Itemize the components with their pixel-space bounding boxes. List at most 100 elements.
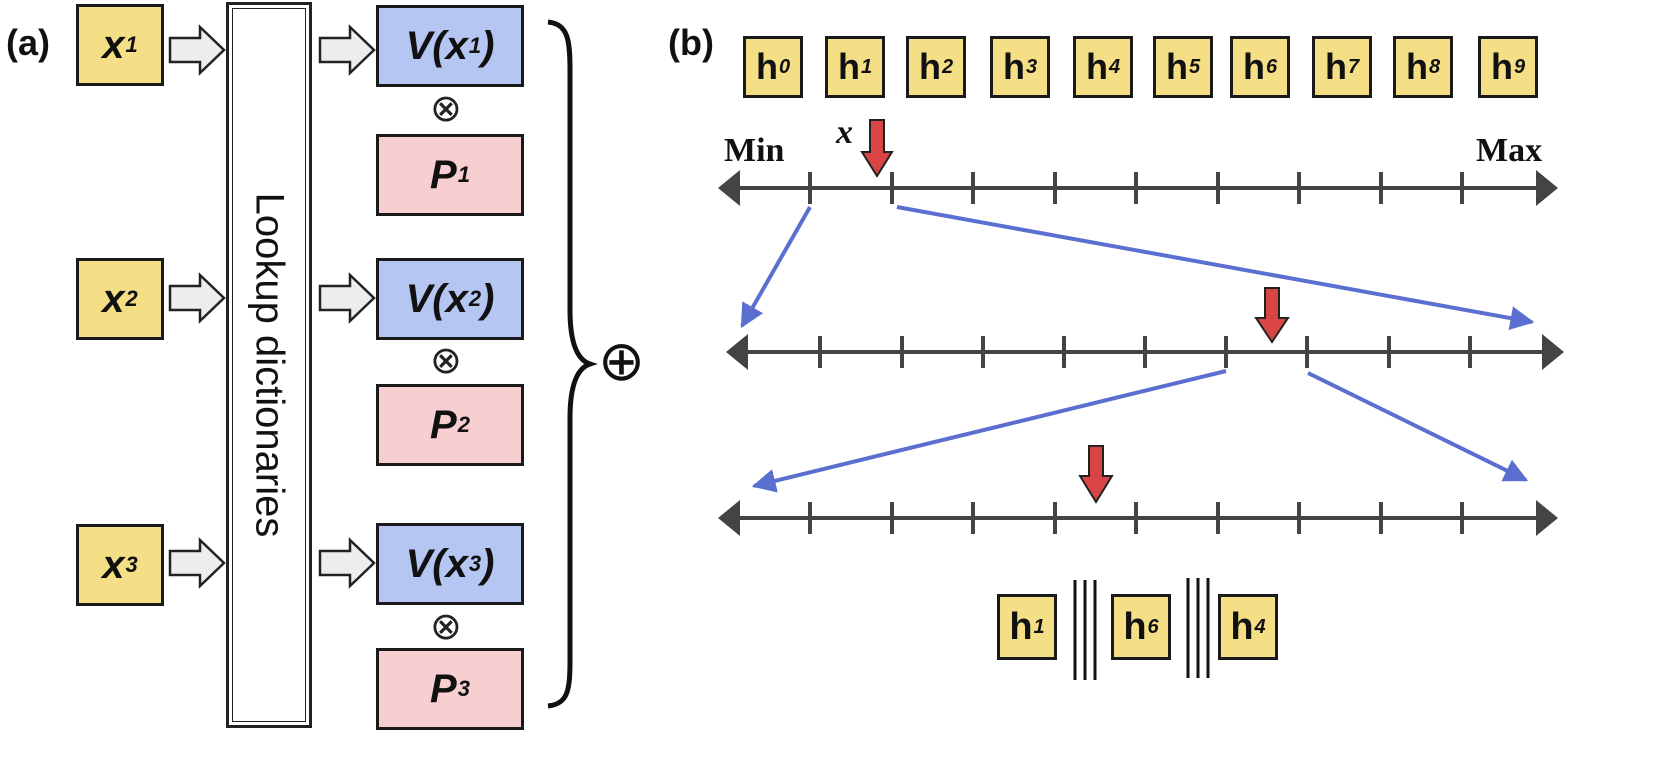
panel-a-label: (a) xyxy=(6,22,50,63)
hash-h1-base: h xyxy=(837,46,860,87)
hash-h0-base: h xyxy=(755,46,778,87)
otimes-symbol-3: ⊗ xyxy=(430,604,462,648)
hash-h8-sub: 8 xyxy=(1428,55,1441,78)
hash-h5-base: h xyxy=(1165,46,1188,87)
hash-h2-base: h xyxy=(918,46,941,87)
hollow-arrow-x2-to-lookup xyxy=(168,272,226,324)
hash-h7-sub: 7 xyxy=(1347,55,1360,78)
curly-brace xyxy=(547,19,598,709)
input-x2-base: x xyxy=(102,276,125,321)
hollow-arrow-lookup-to-v1 xyxy=(318,24,376,76)
result-h6-base: h xyxy=(1123,605,1147,648)
value-v2-sub: 2 xyxy=(468,286,482,311)
value-v3-post: ) xyxy=(481,541,495,586)
red-arrow-level-1 xyxy=(860,119,894,178)
hash-h8-base: h xyxy=(1405,46,1428,87)
position-p2-sub: 2 xyxy=(457,412,470,437)
hash-h4-sub: 4 xyxy=(1108,55,1121,78)
hash-h3-sub: 3 xyxy=(1025,55,1038,78)
number-line-3 xyxy=(728,502,1546,534)
value-v1-post: ) xyxy=(481,23,495,68)
number-line-1 xyxy=(728,172,1546,204)
zoom-connector-2-right xyxy=(1307,371,1529,482)
number-line-2 xyxy=(738,336,1552,368)
value-v3-pre: V(x xyxy=(405,541,468,586)
panel-b-label: (b) xyxy=(668,22,714,63)
hash-h2-sub: 2 xyxy=(941,55,954,78)
input-x2-sub: 2 xyxy=(125,286,138,311)
input-x3-base: x xyxy=(102,542,125,587)
value-v1-pre: V(x xyxy=(405,23,468,68)
zoom-connector-2-left xyxy=(751,369,1227,493)
hash-h3-base: h xyxy=(1002,46,1025,87)
hollow-arrow-x1-to-lookup xyxy=(168,24,226,76)
position-p3-sub: 3 xyxy=(457,676,470,701)
number-line-1-right-arrowhead xyxy=(1536,170,1558,206)
hash-h6-base: h xyxy=(1242,46,1265,87)
zoom-connector-1-left xyxy=(740,206,812,329)
hash-h0-sub: 0 xyxy=(778,55,791,78)
position-p3-base: P xyxy=(430,666,457,711)
hash-h9-base: h xyxy=(1490,46,1513,87)
number-line-3-right-arrowhead xyxy=(1536,500,1558,536)
input-x1-base: x xyxy=(102,22,125,67)
input-x1-sub: 1 xyxy=(125,32,138,57)
position-p1-base: P xyxy=(430,152,457,197)
max-label: Max xyxy=(1476,132,1543,169)
hollow-arrow-x3-to-lookup xyxy=(168,537,226,589)
result-h1-base: h xyxy=(1009,605,1033,648)
otimes-symbol-1: ⊗ xyxy=(430,86,462,130)
number-line-1-left-arrowhead xyxy=(718,170,740,206)
result-h6-sub: 6 xyxy=(1147,615,1159,638)
hash-h5-sub: 5 xyxy=(1188,55,1201,78)
zoom-connector-1-right xyxy=(896,205,1535,330)
position-p1-sub: 1 xyxy=(457,162,470,187)
input-x3-sub: 3 xyxy=(125,552,138,577)
value-v1-sub: 1 xyxy=(468,33,482,58)
lookup-dictionaries-box: Lookup dictionaries xyxy=(226,2,312,728)
result-h1-sub: 1 xyxy=(1033,615,1045,638)
position-p2-base: P xyxy=(430,402,457,447)
number-line-2-right-arrowhead xyxy=(1542,334,1564,370)
min-label: Min xyxy=(724,132,785,169)
value-v3-sub: 3 xyxy=(468,551,482,576)
otimes-symbol-2: ⊗ xyxy=(430,338,462,382)
hash-h4-base: h xyxy=(1085,46,1108,87)
hash-h6-sub: 6 xyxy=(1265,55,1278,78)
number-line-3-left-arrowhead xyxy=(718,500,740,536)
hash-h9-sub: 9 xyxy=(1513,55,1526,78)
oplus-symbol: ⊕ xyxy=(598,329,645,394)
value-v2-post: ) xyxy=(481,276,495,321)
hollow-arrow-lookup-to-v2 xyxy=(318,272,376,324)
result-h4-sub: 4 xyxy=(1254,615,1266,638)
x-value-label: x xyxy=(836,114,853,151)
hollow-arrow-lookup-to-v3 xyxy=(318,537,376,589)
value-v2-pre: V(x xyxy=(405,276,468,321)
hash-h1-sub: 1 xyxy=(860,55,873,78)
result-h4-base: h xyxy=(1230,605,1254,648)
